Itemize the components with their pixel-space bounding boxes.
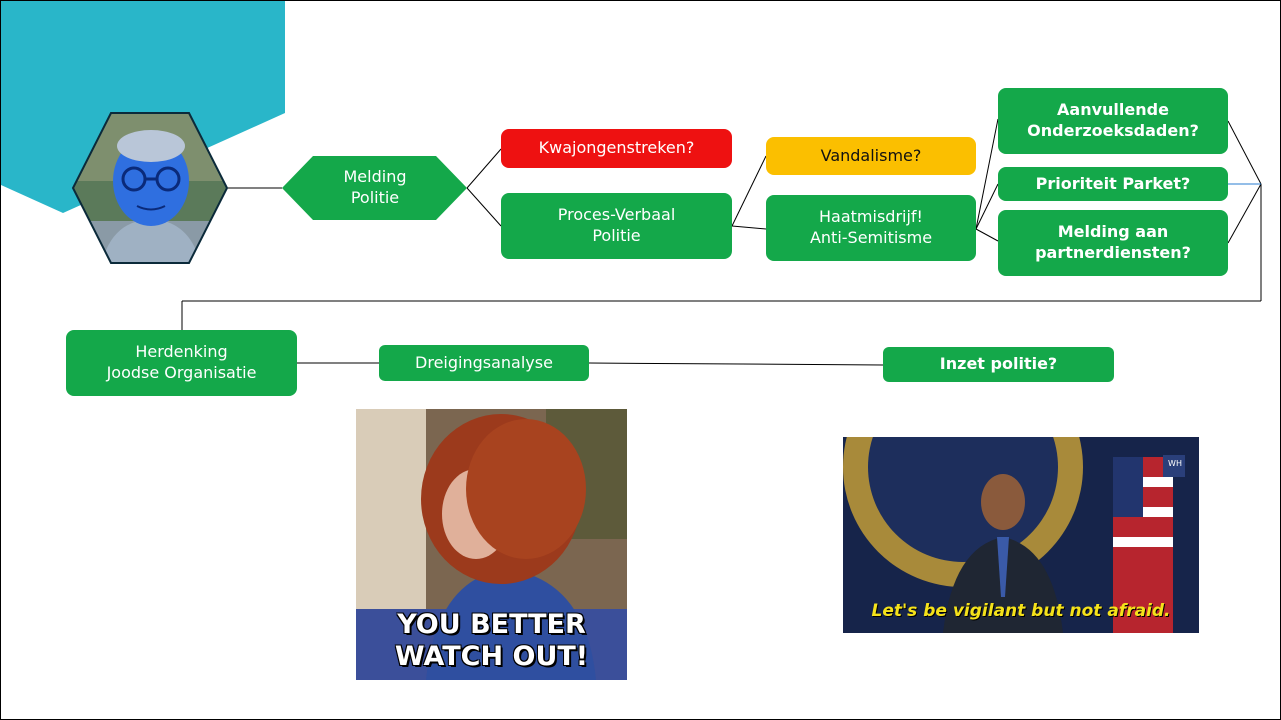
- dreigingsanalyse-node: Dreigingsanalyse: [379, 345, 589, 381]
- melding-partnerdiensten-node: Melding aan partnerdiensten?: [998, 210, 1228, 276]
- wh-badge: WH: [1168, 459, 1182, 468]
- portrait-hexagon: [71, 112, 229, 264]
- haatmisdrijf-node: Haatmisdrijf! Anti-Semitisme: [766, 195, 976, 261]
- gif-right-scene: [843, 437, 1199, 633]
- inzet-politie-node: Inzet politie?: [883, 347, 1114, 382]
- gif-left-caption-line2: WATCH OUT!: [394, 641, 589, 672]
- melding-politie-hex: [282, 156, 467, 220]
- accent-corner-shape: [1, 1, 285, 213]
- prioriteit-parket-node: Prioriteit Parket?: [998, 167, 1228, 201]
- kwajongenstreken-node: Kwajongenstreken?: [501, 129, 732, 168]
- melding-politie-label: Melding Politie: [343, 167, 407, 207]
- gif-left-scene: [356, 409, 627, 680]
- aanvullende-onderzoeksdaden-node: Aanvullende Onderzoeksdaden?: [998, 88, 1228, 154]
- gif-you-better-watch-out: YOU BETTER WATCH OUT!: [356, 409, 627, 680]
- proces-verbaal-node: Proces-Verbaal Politie: [501, 193, 732, 259]
- gif-vigilant-not-afraid: WH Let's be vigilant but not afraid.: [843, 437, 1199, 633]
- vandalisme-node: Vandalisme?: [766, 137, 976, 175]
- herdenking-node: Herdenking Joodse Organisatie: [66, 330, 297, 396]
- gif-right-caption: Let's be vigilant but not afraid.: [871, 601, 1171, 621]
- gif-left-caption-line1: YOU BETTER: [397, 609, 586, 640]
